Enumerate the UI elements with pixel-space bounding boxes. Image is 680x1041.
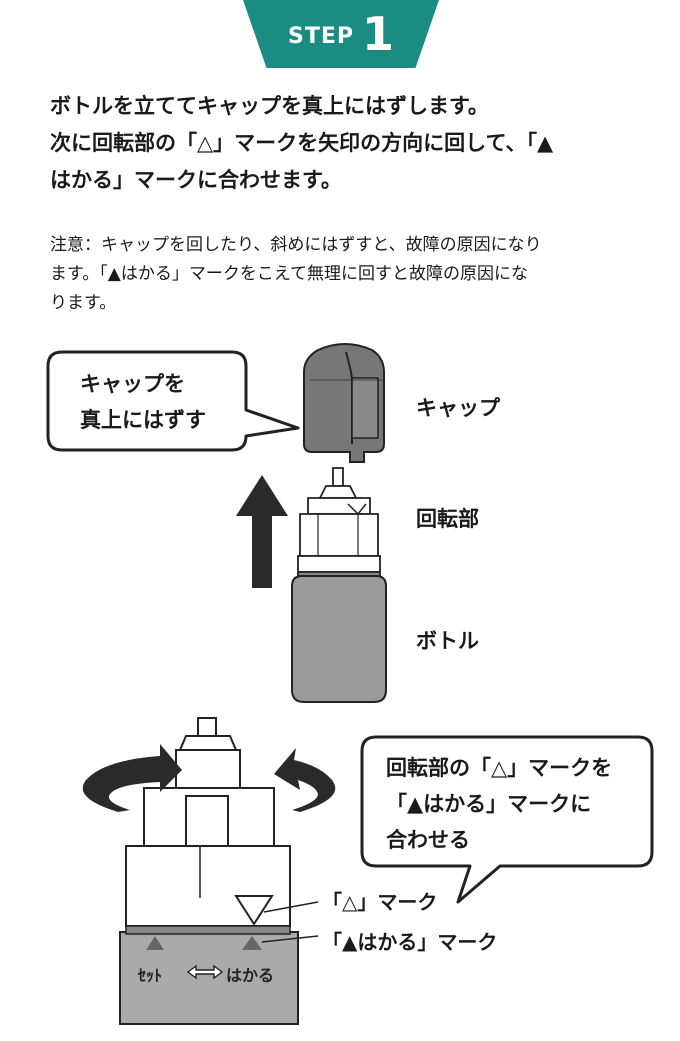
step-number: 1: [362, 7, 395, 61]
instruction-line: はかる」マークに合わせます。: [50, 168, 342, 192]
bubble-line: 回転部の「△」マークを: [386, 756, 613, 780]
double-arrow-icon: [186, 964, 224, 980]
caution-line: ります。: [50, 293, 117, 313]
bottle-label: ボトル: [416, 629, 479, 653]
bubble-line: 「▲はかる」マークに: [386, 792, 592, 816]
caution-line: 注意：キャップを回したり、斜めにはずすと、故障の原因になり: [50, 235, 542, 255]
instruction-line: 次に回転部の「△」マークを矢印の方向に回して、「▲: [50, 131, 554, 155]
rotating-part-closeup: [119, 717, 299, 1025]
bubble-line: 真上にはずす: [80, 408, 206, 432]
instruction-text: ボトルを立ててキャップを真上にはずします。 次に回転部の「△」マークを矢印の方向…: [50, 88, 650, 199]
speech-bubble-cap: [46, 350, 300, 452]
rotate-arrow-icon: [274, 748, 336, 812]
hollow-triangle-mark: [234, 895, 274, 926]
bottle-illustration: [291, 467, 387, 703]
step-badge: STEP 1: [243, 0, 439, 68]
filled-triangle-mark-left: [146, 936, 164, 950]
filled-triangle-mark-right: [242, 936, 262, 950]
filled-mark-label: 「▲はかる」マーク: [322, 930, 498, 954]
measure-face-text: はかる: [226, 966, 275, 985]
caution-line: ます。「▲はかる」マークをこえて無理に回すと故障の原因にな: [50, 264, 529, 284]
bubble-line: キャップを: [80, 372, 185, 396]
cap-label: キャップ: [416, 396, 500, 420]
hollow-mark-label: 「△」マーク: [322, 890, 438, 914]
rotate-arrow-icon: [82, 744, 182, 812]
up-arrow-icon: [236, 475, 288, 588]
bubble-line: 合わせる: [386, 828, 470, 852]
mark-bubble-text: 回転部の「△」マークを 「▲はかる」マークに 合わせる: [386, 750, 612, 858]
speech-bubble-mark: [360, 735, 654, 904]
set-face-text: ｾｯﾄ: [138, 966, 163, 985]
step-word: STEP: [287, 23, 354, 49]
caution-text: 注意：キャップを回したり、斜めにはずすと、故障の原因になり ます。「▲はかる」マ…: [50, 231, 650, 318]
cap-illustration: [303, 343, 385, 463]
rotating-part-label: 回転部: [416, 507, 479, 531]
cap-bubble-text: キャップを 真上にはずす: [80, 366, 206, 438]
instruction-line: ボトルを立ててキャップを真上にはずします。: [50, 94, 489, 118]
